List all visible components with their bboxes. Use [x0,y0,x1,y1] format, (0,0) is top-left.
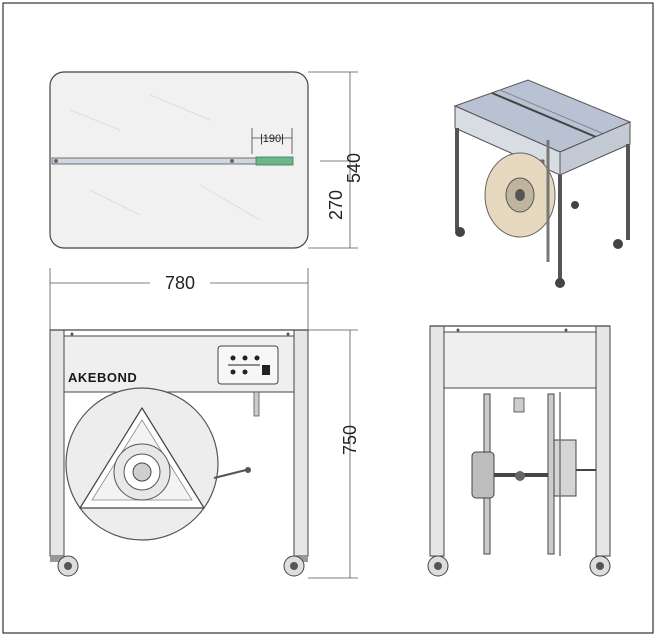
top-view-dimensions [308,71,358,249]
outer-frame [2,2,654,634]
isometric-view [453,79,632,288]
dim-780-label: 780 [165,273,195,293]
dim-190-label: |190| [260,133,284,145]
front-casters [50,555,308,577]
top-view-texture [69,94,261,221]
side-view [427,325,611,577]
front-view: AKEBOND [49,329,309,577]
height-dimension [308,329,358,579]
top-view: |190| [49,71,309,249]
dim-750-label: 750 [340,425,360,455]
brand-logo: AKEBOND [68,370,137,385]
dim-270-label: 270 [326,190,346,220]
dim-540-label: 540 [344,153,364,183]
slot-green-marker [255,156,294,166]
width-dimension [49,268,309,330]
